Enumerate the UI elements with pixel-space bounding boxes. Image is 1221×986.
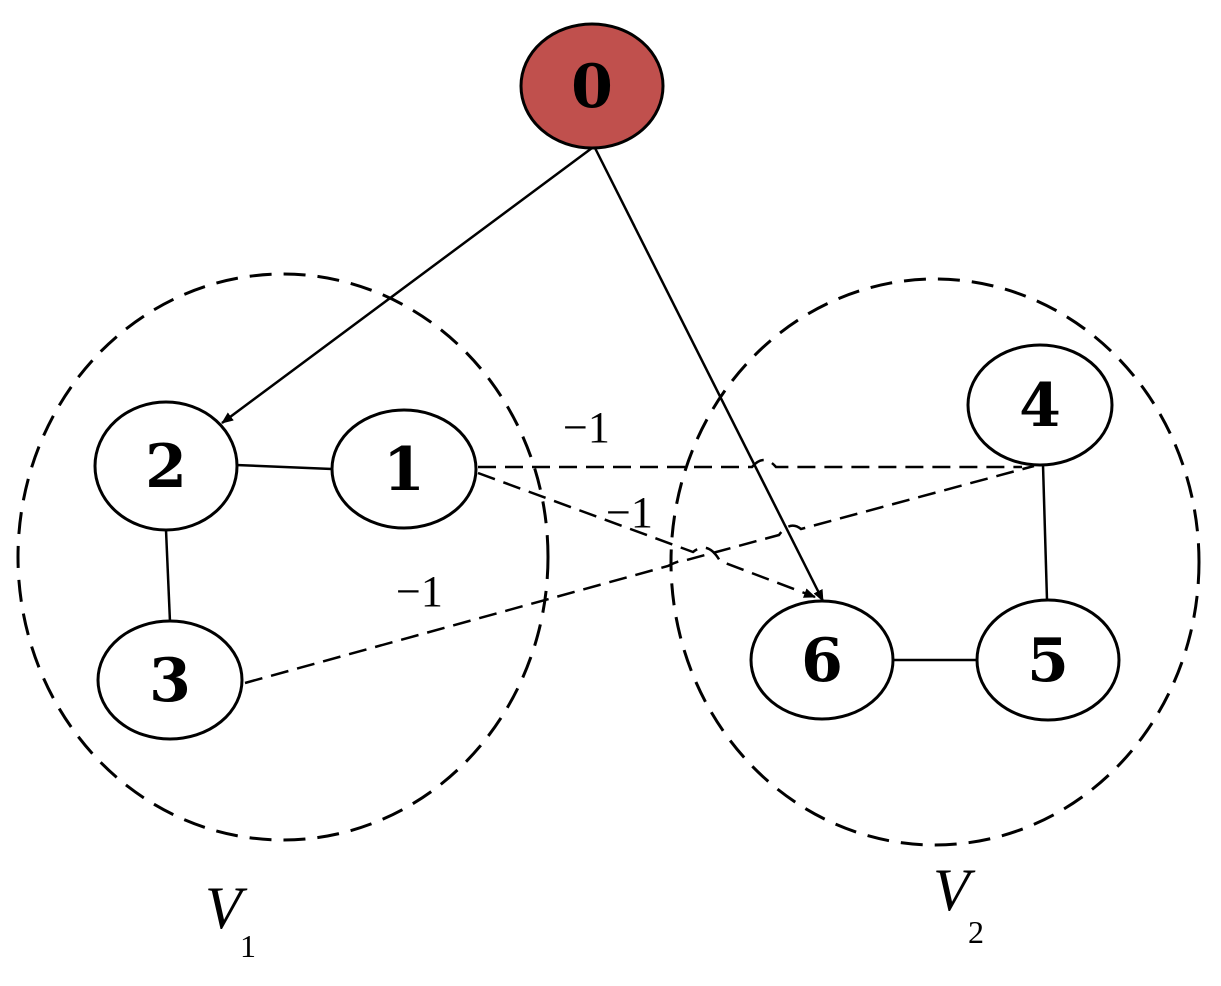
edge-2-3 [164, 529, 172, 623]
node-0: 0 [519, 22, 665, 150]
group-v1-subscript: 1 [240, 928, 256, 964]
edge-3-4 [244, 464, 1035, 685]
group-label-v2: V 2 [933, 857, 984, 950]
edge-4-5 [1041, 464, 1049, 601]
node-4: 4 [966, 343, 1114, 467]
group-v1-symbol: V [205, 875, 248, 941]
edge-weight-3-4: −1 [396, 567, 443, 616]
edge-0-2 [221, 146, 593, 425]
node-6-label: 6 [801, 626, 843, 696]
node-6-circle [749, 599, 895, 721]
node-2-circle [93, 400, 239, 532]
node-1-label: 1 [383, 435, 425, 505]
node-4-circle [966, 343, 1114, 467]
node-4-label: 4 [1019, 371, 1061, 441]
node-1-circle [330, 408, 478, 530]
node-3-circle [96, 619, 244, 741]
node-6: 6 [749, 599, 895, 721]
node-0-circle [519, 22, 665, 150]
node-1: 1 [330, 408, 478, 530]
node-2-label: 2 [145, 432, 187, 502]
edge-1-6 [477, 471, 816, 599]
edge-weight-1-6: −1 [606, 488, 653, 537]
node-5-circle [975, 598, 1121, 722]
group-v2-subscript: 2 [968, 914, 984, 950]
group-circle-v2 [669, 277, 1201, 847]
group-label-v1: V 1 [205, 875, 256, 964]
node-2: 2 [93, 400, 239, 532]
node-3-label: 3 [149, 646, 191, 716]
node-3: 3 [96, 619, 244, 741]
edge-weight-1-4: −1 [563, 403, 610, 452]
edge-1-4 [478, 458, 1022, 469]
group-circle-v1 [16, 272, 550, 842]
node-0-label: 0 [571, 52, 613, 122]
group-v2-symbol: V [933, 857, 976, 923]
node-5: 5 [975, 598, 1121, 722]
edge-0-6 [593, 147, 825, 602]
node-5-label: 5 [1027, 626, 1069, 696]
edge-2-1 [235, 463, 333, 471]
